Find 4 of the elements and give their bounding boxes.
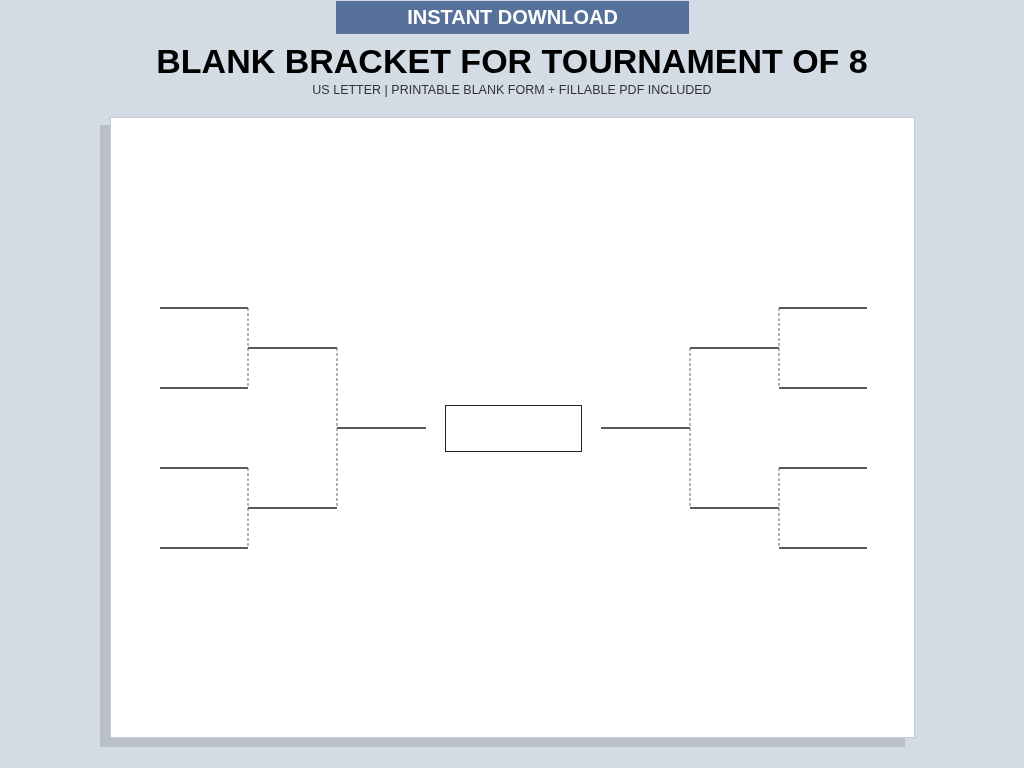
title: BLANK BRACKET FOR TOURNAMENT OF 8 <box>156 42 868 81</box>
banner-label: INSTANT DOWNLOAD <box>336 1 689 34</box>
subtitle: US LETTER | PRINTABLE BLANK FORM + FILLABLE PDF INCLUDED <box>312 83 712 97</box>
champion-box <box>445 405 582 452</box>
